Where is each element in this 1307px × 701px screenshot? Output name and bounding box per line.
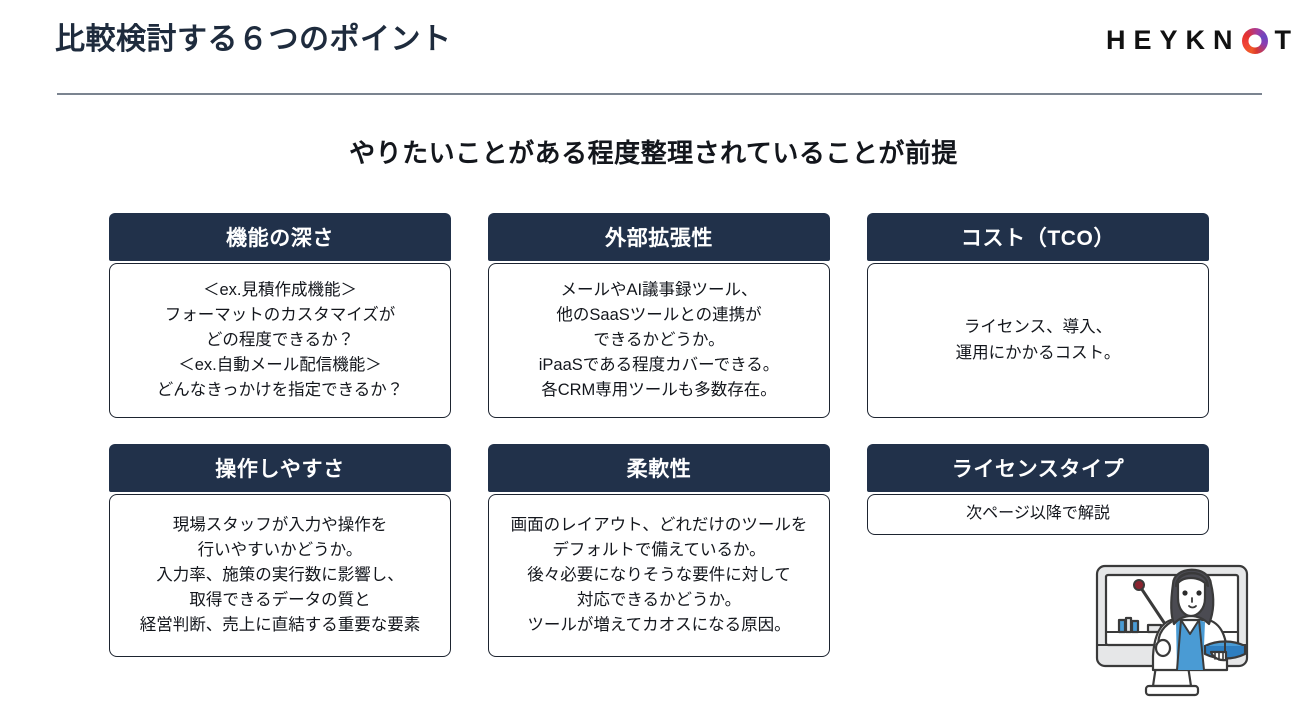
card-title: コスト（TCO） [867,213,1209,261]
illustration-woman-presenting [1093,548,1269,698]
card-body: 現場スタッフが入力や操作を 行いやすいかどうか。 入力率、施策の実行数に影響し、… [109,494,451,657]
cards-row-top: 機能の深さ ＜ex.見積作成機能＞ フォーマットのカスタマイズが どの程度できる… [109,213,1209,418]
card-title: 外部拡張性 [488,213,830,261]
cards-row-bottom: 操作しやすさ 現場スタッフが入力や操作を 行いやすいかどうか。 入力率、施策の実… [109,444,1209,657]
card-cost-tco: コスト（TCO） ライセンス、導入、 運用にかかるコスト。 [867,213,1209,418]
brand-logo: HEYKN T [1106,27,1299,54]
card-function-depth: 機能の深さ ＜ex.見積作成機能＞ フォーマットのカスタマイズが どの程度できる… [109,213,451,418]
subtitle: やりたいことがある程度整理されていることが前提 [349,138,958,168]
brand-ring-o-icon [1241,27,1268,54]
card-title: 柔軟性 [488,444,830,492]
card-title: 機能の深さ [109,213,451,261]
card-title: ライセンスタイプ [867,444,1209,492]
monitor-presenter-icon [1095,564,1249,697]
card-external-extensibility: 外部拡張性 メールやAI議事録ツール、 他のSaaSツールとの連携が できるかど… [488,213,830,418]
card-body: 次ページ以降で解説 [867,494,1209,535]
header-divider [57,93,1262,95]
card-ease-of-use: 操作しやすさ 現場スタッフが入力や操作を 行いやすいかどうか。 入力率、施策の実… [109,444,451,657]
card-body: ＜ex.見積作成機能＞ フォーマットのカスタマイズが どの程度できるか？ ＜ex… [109,263,451,418]
card-body: メールやAI議事録ツール、 他のSaaSツールとの連携が できるかどうか。 iP… [488,263,830,418]
brand-text-right: T [1274,25,1299,55]
card-title: 操作しやすさ [109,444,451,492]
page-title: 比較検討する６つのポイント [55,23,452,56]
cards-grid: 機能の深さ ＜ex.見積作成機能＞ フォーマットのカスタマイズが どの程度できる… [109,213,1209,657]
card-license-type: ライセンスタイプ 次ページ以降で解説 [867,444,1209,657]
card-flexibility: 柔軟性 画面のレイアウト、どれだけのツールを デフォルトで備えているか。 後々必… [488,444,830,657]
card-body: ライセンス、導入、 運用にかかるコスト。 [867,263,1209,418]
brand-text-left: HEYKN [1105,25,1241,55]
card-body: 画面のレイアウト、どれだけのツールを デフォルトで備えているか。 後々必要になり… [488,494,830,657]
